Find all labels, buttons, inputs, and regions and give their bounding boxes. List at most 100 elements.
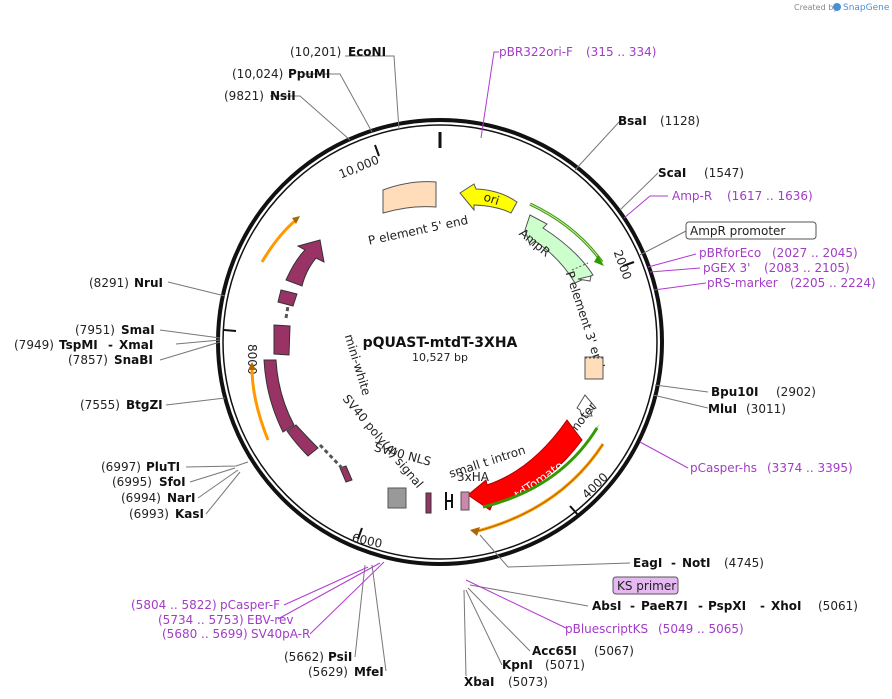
ampr-arrow[interactable] xyxy=(524,214,594,284)
pcasper-hs-range: (3374 .. 3395) xyxy=(767,461,853,475)
hsp70-promoter-arrow[interactable] xyxy=(576,394,597,417)
tick-label-10000: 10,000 xyxy=(337,153,381,182)
snabi-pos: (7857) xyxy=(68,353,108,367)
ampr-dash xyxy=(571,262,589,271)
tdtomato-arrow[interactable] xyxy=(467,419,583,511)
p-element-5-label: P element 5' end xyxy=(367,213,469,248)
mfei-pos: (5629) xyxy=(308,665,348,679)
kasi-pos: (6993) xyxy=(129,507,169,521)
noti-label[interactable]: NotI xyxy=(682,556,711,570)
kasi-label[interactable]: KasI xyxy=(175,507,204,521)
econi-label[interactable]: EcoNI xyxy=(348,45,386,59)
ks-primer-label: KS primer xyxy=(617,579,676,593)
prs-marker-label[interactable]: pRS-marker xyxy=(707,276,778,290)
enzyme-leader-lines xyxy=(159,55,709,677)
acc65i-pos: (5067) xyxy=(594,644,634,658)
p-element-3-box[interactable] xyxy=(584,356,604,380)
btgzi-label[interactable]: BtgZI xyxy=(126,398,163,412)
svg-text:-: - xyxy=(698,599,703,613)
absi-pos: (5061) xyxy=(818,599,858,613)
p-element-5-box[interactable] xyxy=(382,181,437,214)
mlui-pos: (3011) xyxy=(746,402,786,416)
bpu10i-pos: (2902) xyxy=(776,385,816,399)
bsai-label[interactable]: BsaI xyxy=(618,114,647,128)
prs-marker-range: (2205 .. 2224) xyxy=(790,276,876,290)
p-element-3-label: P element 3' end xyxy=(563,269,608,370)
pcasper-f-label[interactable]: pCasper-F xyxy=(220,598,280,612)
smai-pos: (7951) xyxy=(75,323,115,337)
nsii-pos: (9821) xyxy=(224,89,264,103)
btgzi-pos: (7555) xyxy=(80,398,120,412)
nrui-label[interactable]: NruI xyxy=(134,276,163,290)
bsai-pos: (1128) xyxy=(660,114,700,128)
backbone-inner xyxy=(222,124,658,560)
absi-label[interactable]: AbsI xyxy=(592,599,621,613)
eagi-pos: (4745) xyxy=(724,556,764,570)
psii-label[interactable]: PsiI xyxy=(328,650,352,664)
pluti-label[interactable]: PluTI xyxy=(146,460,180,474)
xmai-label[interactable]: XmaI xyxy=(119,338,153,352)
mfei-label[interactable]: MfeI xyxy=(354,665,384,679)
snapgene-brand: SnapGene xyxy=(843,3,890,13)
snapgene-logo-icon xyxy=(833,3,841,11)
nari-pos: (6994) xyxy=(121,491,161,505)
pbr322-primer-range: (315 .. 334) xyxy=(586,45,656,59)
smai-label[interactable]: SmaI xyxy=(121,323,155,337)
backbone-outer xyxy=(216,118,664,566)
tick-label-8000: 8000 xyxy=(245,344,259,375)
sv40pa-r-label[interactable]: SV40pA-R xyxy=(251,627,310,641)
left-orange-arc-bottom xyxy=(250,367,270,441)
ampr-promoter-arrow[interactable] xyxy=(577,275,592,282)
3xha-label: 3xHA xyxy=(457,470,490,484)
sv40-nls-box[interactable] xyxy=(387,487,407,509)
ppumi-pos: (10,024) xyxy=(232,67,283,81)
hs-green-arc xyxy=(482,427,599,509)
acc65i-label[interactable]: Acc65I xyxy=(532,644,577,658)
pluti-pos: (6997) xyxy=(101,460,141,474)
ampr-primer-label[interactable]: Amp-R xyxy=(672,189,712,203)
pcasper-hs-label[interactable]: pCasper-hs xyxy=(690,461,757,475)
tspmi-label[interactable]: TspMI xyxy=(59,338,98,352)
small-t-box[interactable] xyxy=(425,492,432,514)
pcasper-f-range: (5804 .. 5822) xyxy=(131,598,217,612)
svg-text:-: - xyxy=(760,599,765,613)
pgex3-range: (2083 .. 2105) xyxy=(764,261,850,275)
nsii-label[interactable]: NsiI xyxy=(270,89,296,103)
bpu10i-label[interactable]: Bpu10I xyxy=(711,385,758,399)
sfoi-pos: (6995) xyxy=(112,475,152,489)
sv40pa-r-range: (5680 .. 5699) xyxy=(162,627,248,641)
kpni-pos: (5071) xyxy=(545,658,585,672)
svg-text:-: - xyxy=(630,599,635,613)
pbr322-primer-label[interactable]: pBR322ori-F xyxy=(499,45,573,59)
tick-label-2000: 2000 xyxy=(611,248,635,281)
scale-ticks xyxy=(223,144,635,540)
ampr-promoter-box[interactable] xyxy=(685,221,817,240)
plasmid-name: pQUAST-mtdT-3XHA xyxy=(363,335,518,351)
small-t-intron-icon xyxy=(445,492,453,510)
3xha-box[interactable] xyxy=(460,491,470,511)
nari-label[interactable]: NarI xyxy=(167,491,196,505)
kpni-label[interactable]: KpnI xyxy=(502,658,533,672)
pspxi-label[interactable]: PspXI xyxy=(708,599,746,613)
tspmi-dash: - xyxy=(108,338,113,352)
scai-label[interactable]: ScaI xyxy=(658,166,686,180)
sfoi-label[interactable]: SfoI xyxy=(159,475,186,489)
ppumi-label[interactable]: PpuMI xyxy=(288,67,330,81)
ori-arrow[interactable] xyxy=(459,183,518,214)
xbai-pos: (5073) xyxy=(508,675,548,689)
pbluescriptks-label[interactable]: pBluescriptKS xyxy=(565,622,648,636)
snabi-label[interactable]: SnaBI xyxy=(114,353,153,367)
xbai-label[interactable]: XbaI xyxy=(464,675,494,689)
ks-primer-box[interactable] xyxy=(612,576,679,595)
ebv-rev-label[interactable]: EBV-rev xyxy=(247,613,293,627)
ori-label: ori xyxy=(482,190,501,208)
paer7i-label[interactable]: PaeR7I xyxy=(641,599,688,613)
mlui-label[interactable]: MluI xyxy=(708,402,737,416)
pgex3-label[interactable]: pGEX 3' xyxy=(703,261,750,275)
primer-leader-lines xyxy=(277,51,707,635)
pbrforeco-label[interactable]: pBRforEco xyxy=(699,246,761,260)
xhoi-label[interactable]: XhoI xyxy=(771,599,802,613)
miniwhite-feature[interactable] xyxy=(263,239,353,483)
eagi-label[interactable]: EagI xyxy=(633,556,662,570)
